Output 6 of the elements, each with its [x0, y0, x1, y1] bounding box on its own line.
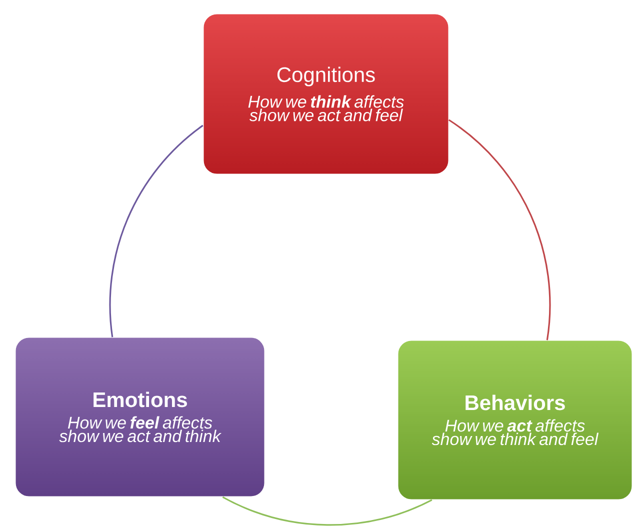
connector-arc — [448, 119, 551, 340]
connector-arc — [109, 124, 204, 338]
connector-arc — [222, 496, 432, 526]
process-box: Behaviors How we act affects show we think and feel — [396, 339, 633, 501]
process-box: Emotions How we feel affects show we act and think — [14, 336, 266, 498]
process-box: Cognitions How we think affects show we act and feel — [202, 12, 450, 176]
